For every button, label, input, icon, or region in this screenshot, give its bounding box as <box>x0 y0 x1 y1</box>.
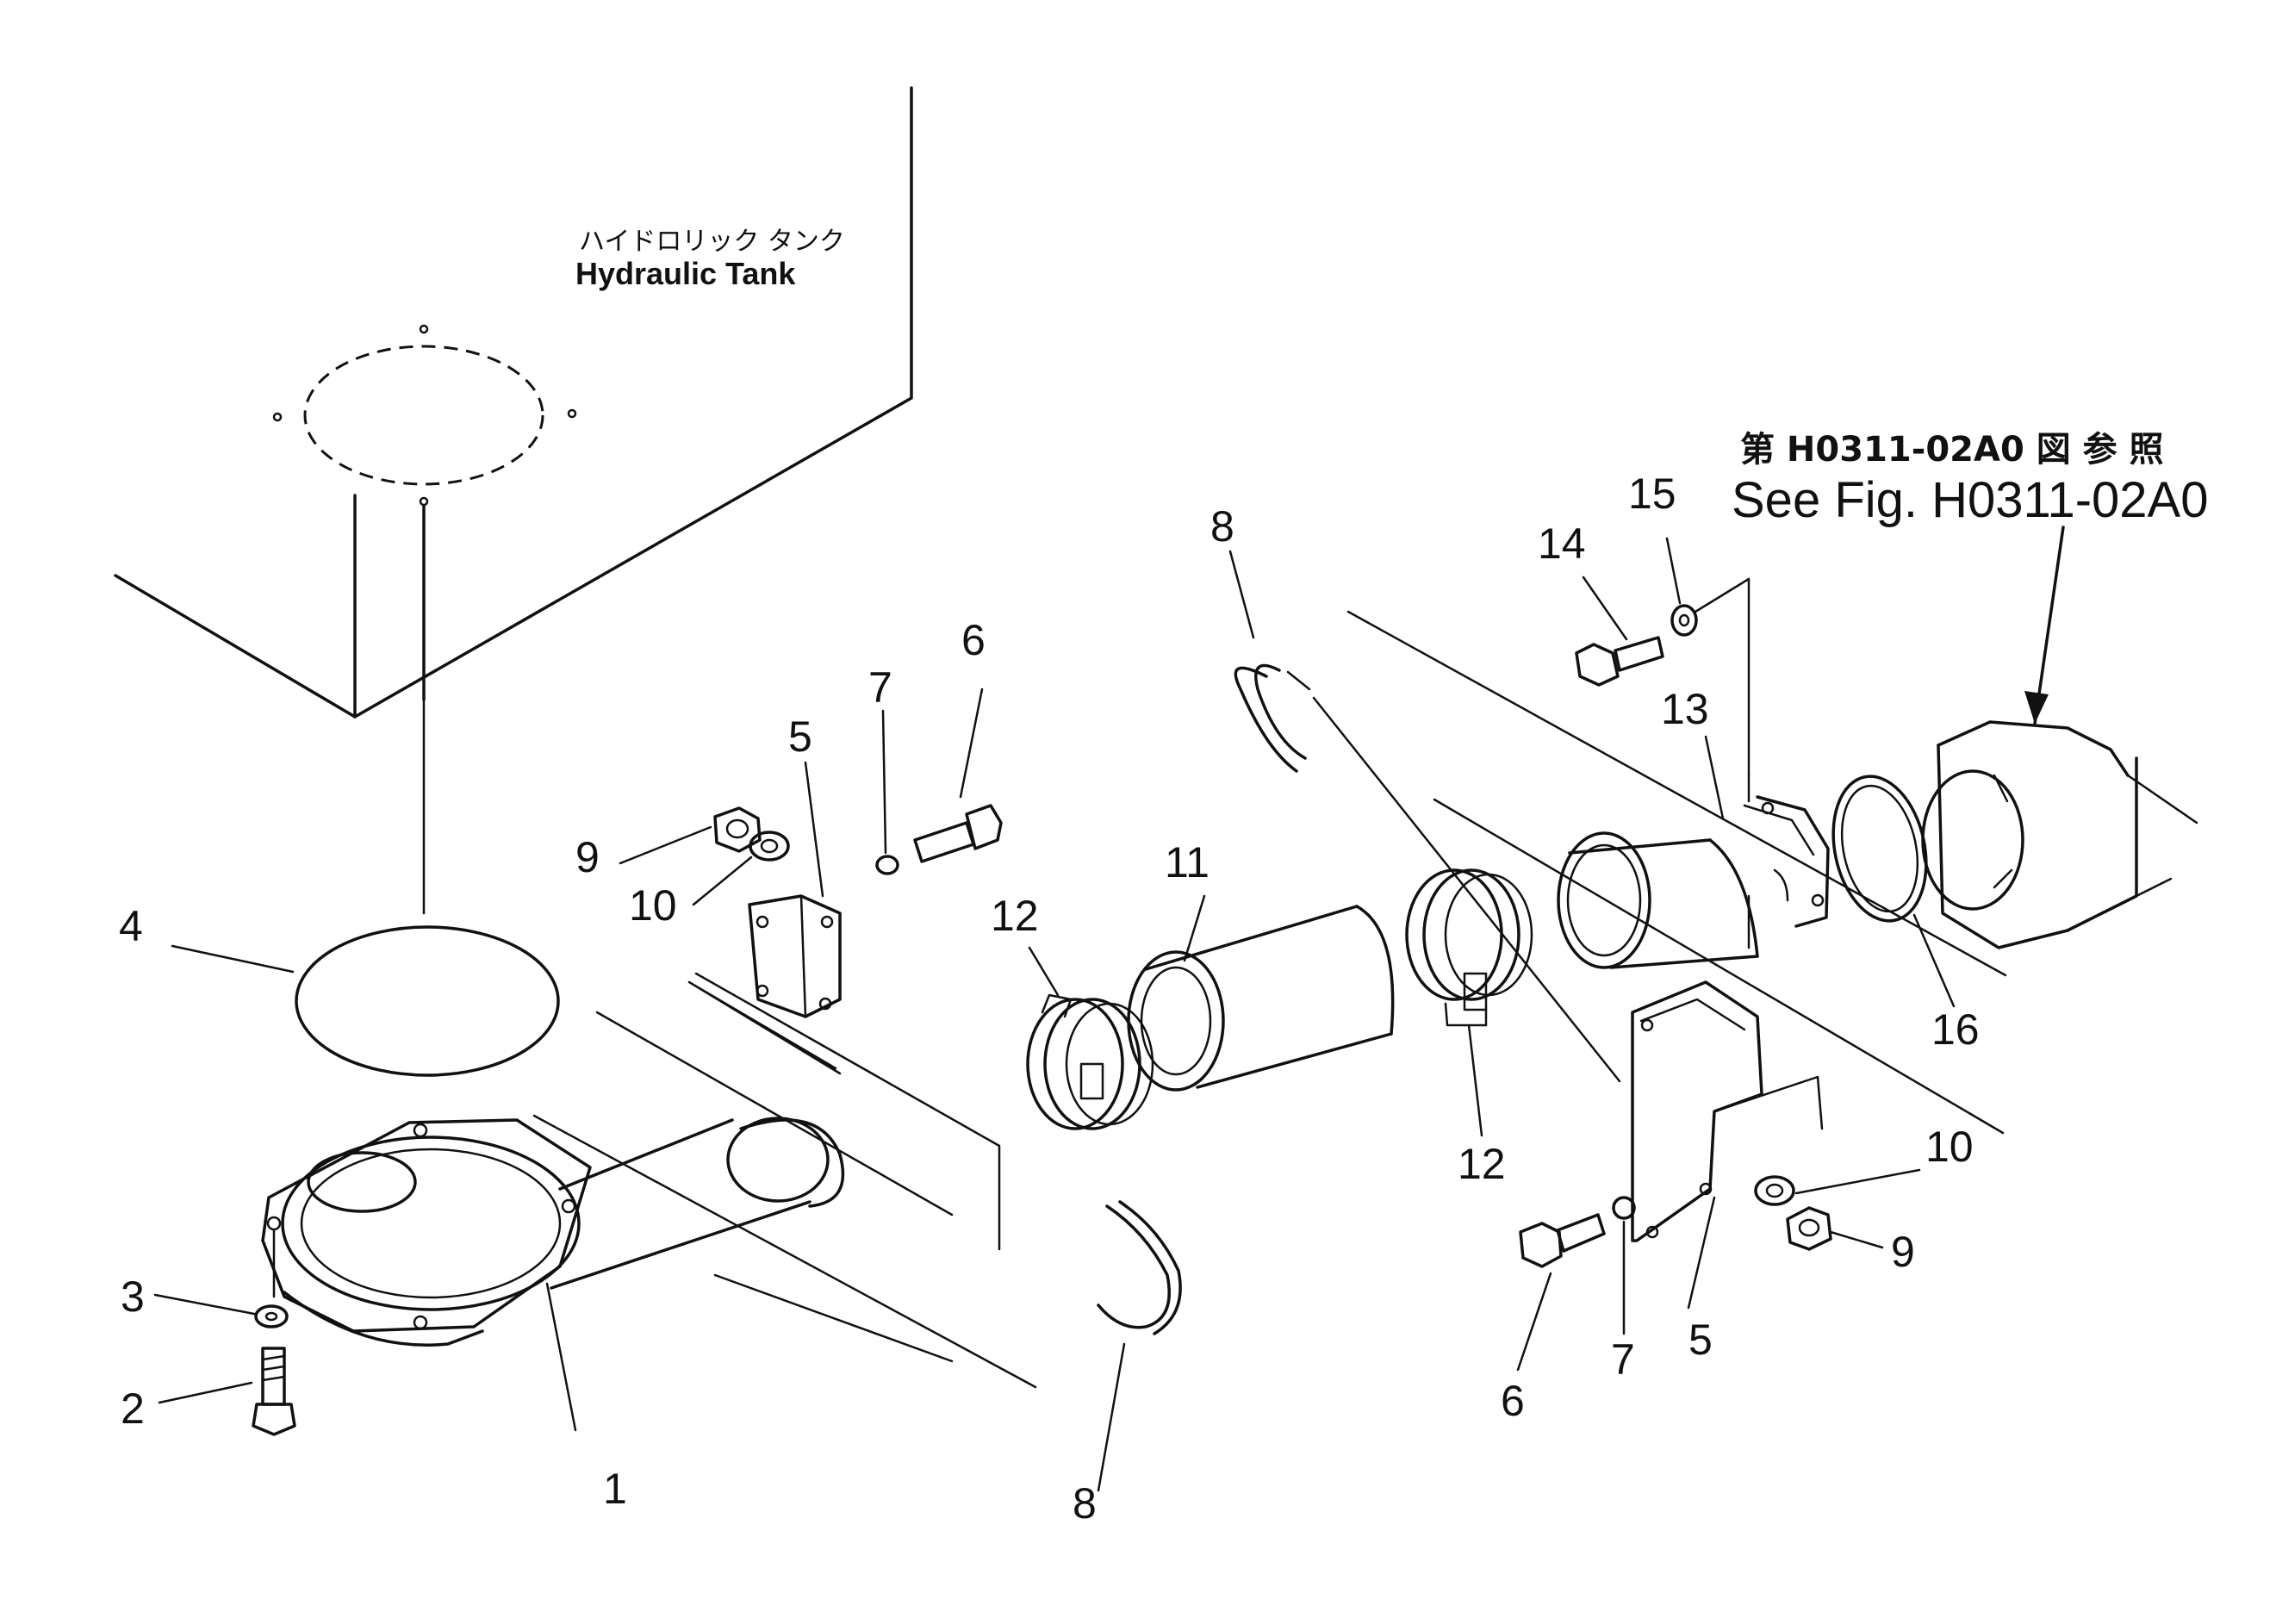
nut-9-right <box>1786 1206 1832 1251</box>
washer-7-right <box>1612 1196 1636 1220</box>
callout-11: 11 <box>1165 838 1210 887</box>
callout-9-left: 9 <box>575 833 600 881</box>
callout-numbers: 1 2 3 4 5 5 6 6 7 7 8 8 9 9 10 10 11 12 … <box>119 470 1980 1528</box>
strap-8-top <box>1234 663 1311 773</box>
callout-7-right: 7 <box>1611 1335 1635 1384</box>
reference-label-en: See Fig. H0311-02A0 <box>1732 472 2209 528</box>
bolt-14 <box>1575 636 1664 687</box>
bracket-5-right <box>1631 980 1824 1242</box>
callout-9-right: 9 <box>1891 1228 1915 1276</box>
bolt-6-right <box>1519 1213 1606 1268</box>
reference-housing <box>1773 526 2198 949</box>
bracket-5-left <box>748 894 842 1018</box>
callout-5-right: 5 <box>1688 1316 1713 1364</box>
assembly-lines <box>532 610 2007 1389</box>
callout-10-right: 10 <box>1925 1123 1974 1171</box>
nut-9-left <box>713 806 762 853</box>
callout-16: 16 <box>1931 1005 1980 1054</box>
callout-12-right: 12 <box>1458 1140 1506 1188</box>
callout-14: 14 <box>1538 520 1586 568</box>
callout-15: 15 <box>1628 470 1676 518</box>
callout-13: 13 <box>1661 685 1709 733</box>
suction-pipe-1 <box>261 1117 845 1347</box>
callout-7-left: 7 <box>868 663 892 712</box>
washer-7-left <box>875 855 899 875</box>
callout-12-left: 12 <box>991 892 1039 940</box>
callout-8-top: 8 <box>1210 502 1234 551</box>
washer-10-right <box>1754 1175 1795 1206</box>
pipe-13 <box>1557 774 1830 969</box>
callout-4: 4 <box>119 902 143 950</box>
bolt-2 <box>252 1347 296 1436</box>
washer-10-left <box>749 831 790 862</box>
callout-leaders <box>153 537 1956 1492</box>
bolt-6-left <box>913 804 1003 863</box>
callout-5-left: 5 <box>788 712 812 761</box>
o-ring-4 <box>295 925 560 1077</box>
callout-6-right: 6 <box>1501 1377 1525 1425</box>
hose-clamp-12-left <box>1026 993 1154 1130</box>
leader-line-15 <box>1694 577 1751 777</box>
callout-2: 2 <box>121 1384 145 1433</box>
strap-8-bottom <box>1097 1200 1182 1335</box>
callout-10-left: 10 <box>629 881 677 930</box>
tank-label-jp: ハイドロリック タンク <box>579 227 845 257</box>
hydraulic-tank <box>114 86 913 915</box>
callout-6-left: 6 <box>961 616 986 664</box>
washer-3 <box>254 1304 289 1328</box>
hose-11 <box>1127 905 1395 1092</box>
reference-label-jp: 第 H0311-02A0 図 参 照 <box>1740 430 2164 470</box>
tank-label-en: Hydraulic Tank <box>575 256 796 291</box>
callout-1: 1 <box>603 1465 627 1513</box>
callout-3: 3 <box>121 1272 145 1321</box>
callout-8-bottom: 8 <box>1073 1479 1097 1528</box>
washer-15 <box>1670 604 1698 637</box>
